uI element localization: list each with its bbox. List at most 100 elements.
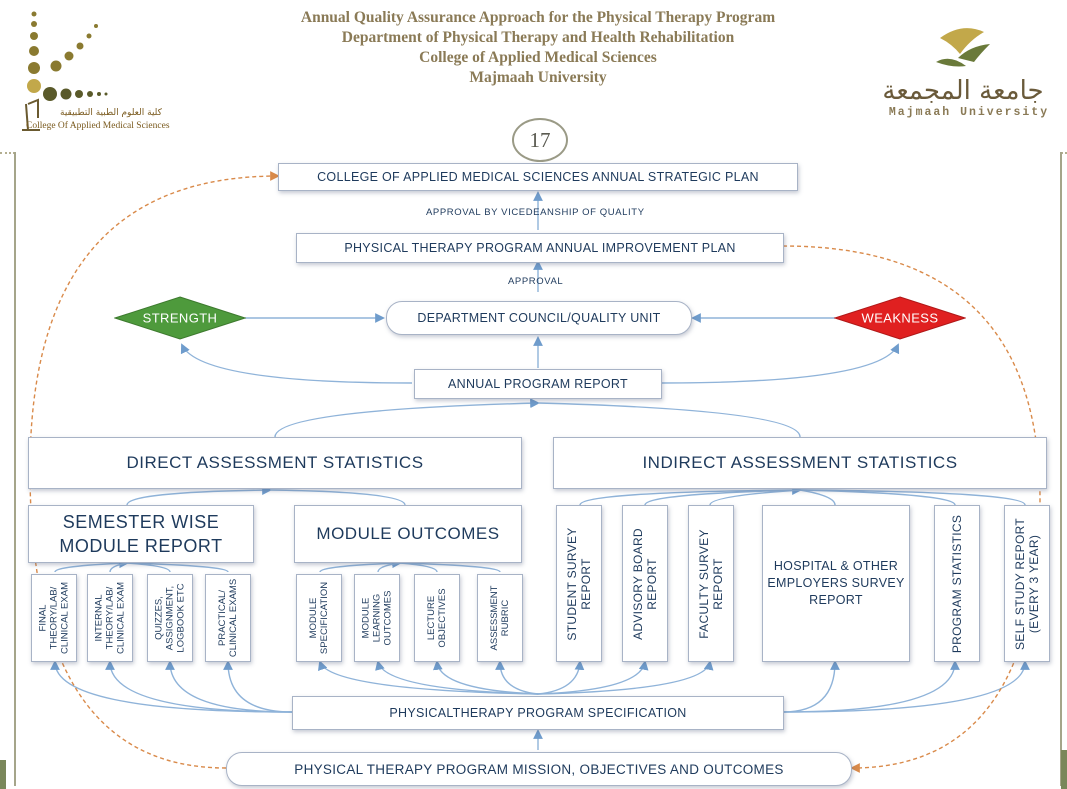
module-item-assessment-rubric-text: ASSESSMENT RUBRIC: [489, 586, 511, 651]
college-name-english: College Of Applied Medical Sciences: [26, 121, 170, 131]
page-number: 17: [512, 118, 568, 162]
module-outcomes-label: MODULE OUTCOMES: [316, 524, 500, 543]
header-title-line-3: College of Applied Medical Sciences: [419, 49, 657, 66]
semester-item-quizzes: QUIZZES, ASSIGNMENT, LOGBOOK ETC: [147, 574, 193, 662]
line: CLINICAL EXAMS: [228, 578, 239, 658]
module-item-lecture-objectives-text: LECTURE OBJECTIVES: [426, 588, 448, 647]
annual-report-box: ANNUAL PROGRAM REPORT: [414, 369, 662, 399]
line: LOGBOOK ETC: [175, 583, 187, 653]
line: RUBRIC: [500, 599, 511, 637]
line: LECTURE: [426, 595, 437, 641]
semester-report-line-2: MODULE REPORT: [59, 536, 223, 556]
line: LEARNING: [371, 593, 383, 643]
hospital-line-3: REPORT: [809, 593, 863, 607]
module-item-learning-outcomes-text: MODULE LEARNING OUTCOMES: [361, 591, 394, 646]
strength-diamond: STRENGTH: [113, 296, 247, 340]
program-spec-label: PHYSICALTHERAPY PROGRAM SPECIFICATION: [389, 706, 687, 720]
line: MODULE: [360, 597, 372, 639]
mission-label: PHYSICAL THERAPY PROGRAM MISSION, OBJECT…: [294, 761, 784, 777]
mission-box: PHYSICAL THERAPY PROGRAM MISSION, OBJECT…: [226, 752, 852, 786]
indirect-item-self-study: SELF STUDY REPORT (EVERY 3 YEAR): [1004, 505, 1050, 662]
indirect-item-advisory-board: ADVISORY BOARD REPORT: [622, 505, 668, 662]
module-item-lecture-objectives: LECTURE OBJECTIVES: [414, 574, 460, 662]
line: OUTCOMES: [382, 590, 394, 646]
line: FINAL: [37, 604, 49, 632]
line: SELF STUDY REPORT: [1013, 517, 1027, 650]
council-label: DEPARTMENT COUNCIL/QUALITY UNIT: [417, 311, 661, 325]
module-item-assessment-rubric: ASSESSMENT RUBRIC: [477, 574, 523, 662]
line: ADVISORY BOARD: [631, 527, 645, 640]
approval-label: APPROVAL: [508, 276, 564, 287]
line: REPORT: [711, 557, 725, 610]
line: INTERNAL: [93, 594, 105, 642]
header-title: Annual Quality Assurance Approach for th…: [232, 8, 844, 88]
header-title-line-2: Department of Physical Therapy and Healt…: [341, 29, 735, 46]
indirect-item-hospital-survey: HOSPITAL & OTHER EMPLOYERS SURVEY REPORT: [762, 505, 910, 662]
program-spec-box: PHYSICALTHERAPY PROGRAM SPECIFICATION: [292, 696, 784, 730]
line: CLINICAL EXAM: [59, 582, 71, 654]
direct-stats-box: DIRECT ASSESSMENT STATISTICS: [28, 437, 522, 489]
university-logo: [936, 28, 990, 67]
semester-item-final-exam: FINAL THEORY/LAB/ CLINICAL EXAM: [31, 574, 77, 662]
line: PROGRAM STATISTICS: [950, 514, 964, 653]
council-box: DEPARTMENT COUNCIL/QUALITY UNIT: [386, 301, 692, 335]
indirect-item-student-survey: STUDENT SURVEY REPORT: [556, 505, 602, 662]
college-logo: [22, 11, 108, 131]
semester-item-quizzes-text: QUIZZES, ASSIGNMENT, LOGBOOK ETC: [154, 583, 187, 652]
line: STUDENT SURVEY: [565, 526, 579, 641]
line: FACULTY SURVEY: [697, 528, 711, 639]
line: SPECIFICATION: [319, 581, 330, 655]
line: QUIZZES,: [153, 596, 165, 640]
line: REPORT: [579, 557, 593, 610]
weakness-diamond: WEAKNESS: [833, 296, 967, 340]
indirect-item-faculty-survey: FACULTY SURVEY REPORT: [688, 505, 734, 662]
approval-vicedeanship-label: APPROVAL BY VICEDEANSHIP OF QUALITY: [426, 207, 645, 218]
decor-bar-right: [1061, 750, 1067, 789]
strategic-plan-label: COLLEGE OF APPLIED MEDICAL SCIENCES ANNU…: [317, 170, 759, 184]
module-outcomes-box: MODULE OUTCOMES: [294, 505, 522, 563]
decor-bar-left: [0, 760, 6, 789]
university-name-english: Majmaah University: [888, 106, 1050, 119]
line: PRACTICAL/: [217, 590, 228, 646]
line: THEORY/LAB/: [104, 586, 116, 650]
improvement-plan-box: PHYSICAL THERAPY PROGRAM ANNUAL IMPROVEM…: [296, 233, 784, 263]
indirect-stats-label: INDIRECT ASSESSMENT STATISTICS: [642, 453, 958, 472]
line: ASSESSMENT: [489, 585, 500, 651]
indirect-item-self-study-text: SELF STUDY REPORT (EVERY 3 YEAR): [1013, 517, 1041, 649]
module-item-specification: MODULE SPECIFICATION: [296, 574, 342, 662]
hospital-line-2: EMPLOYERS SURVEY: [767, 576, 905, 590]
semester-report-box: SEMESTER WISE MODULE REPORT: [28, 505, 254, 563]
line: THEORY/LAB/: [48, 586, 60, 650]
semester-item-internal-exam-text: INTERNAL THEORY/LAB/ CLINICAL EXAM: [94, 582, 127, 654]
line: REPORT: [645, 557, 659, 610]
indirect-item-faculty-survey-text: FACULTY SURVEY REPORT: [697, 529, 725, 639]
header-title-line-1: Annual Quality Assurance Approach for th…: [300, 9, 776, 26]
improvement-plan-label: PHYSICAL THERAPY PROGRAM ANNUAL IMPROVEM…: [344, 241, 736, 255]
line: ASSIGNMENT,: [164, 585, 176, 651]
module-item-specification-text: MODULE SPECIFICATION: [308, 582, 330, 654]
annual-report-label: ANNUAL PROGRAM REPORT: [448, 377, 628, 391]
header-title-line-4: Majmaah University: [469, 69, 607, 86]
weakness-shape: [833, 296, 967, 340]
hospital-line-1: HOSPITAL & OTHER: [773, 559, 899, 573]
strength-label: STRENGTH: [142, 310, 218, 326]
direct-stats-label: DIRECT ASSESSMENT STATISTICS: [126, 453, 424, 472]
line: CLINICAL EXAM: [115, 582, 127, 654]
college-name-arabic: كلية العلوم الطبية التطبيقية: [60, 108, 162, 118]
line: MODULE: [308, 597, 319, 639]
semester-item-practical: PRACTICAL/ CLINICAL EXAMS: [205, 574, 251, 662]
indirect-item-student-survey-text: STUDENT SURVEY REPORT: [565, 527, 593, 640]
line: (EVERY 3 YEAR): [1027, 534, 1041, 633]
semester-item-practical-text: PRACTICAL/ CLINICAL EXAMS: [217, 579, 239, 657]
university-name-arabic: جامعة المجمعة: [882, 76, 1044, 106]
semester-report-line-1: SEMESTER WISE: [62, 512, 220, 532]
indirect-item-program-statistics: PROGRAM STATISTICS: [934, 505, 980, 662]
line: OBJECTIVES: [437, 588, 448, 648]
indirect-stats-box: INDIRECT ASSESSMENT STATISTICS: [553, 437, 1047, 489]
strength-shape: [113, 296, 247, 340]
module-item-learning-outcomes: MODULE LEARNING OUTCOMES: [354, 574, 400, 662]
semester-item-final-exam-text: FINAL THEORY/LAB/ CLINICAL EXAM: [38, 582, 71, 654]
strategic-plan-box: COLLEGE OF APPLIED MEDICAL SCIENCES ANNU…: [278, 163, 798, 191]
semester-item-internal-exam: INTERNAL THEORY/LAB/ CLINICAL EXAM: [87, 574, 133, 662]
